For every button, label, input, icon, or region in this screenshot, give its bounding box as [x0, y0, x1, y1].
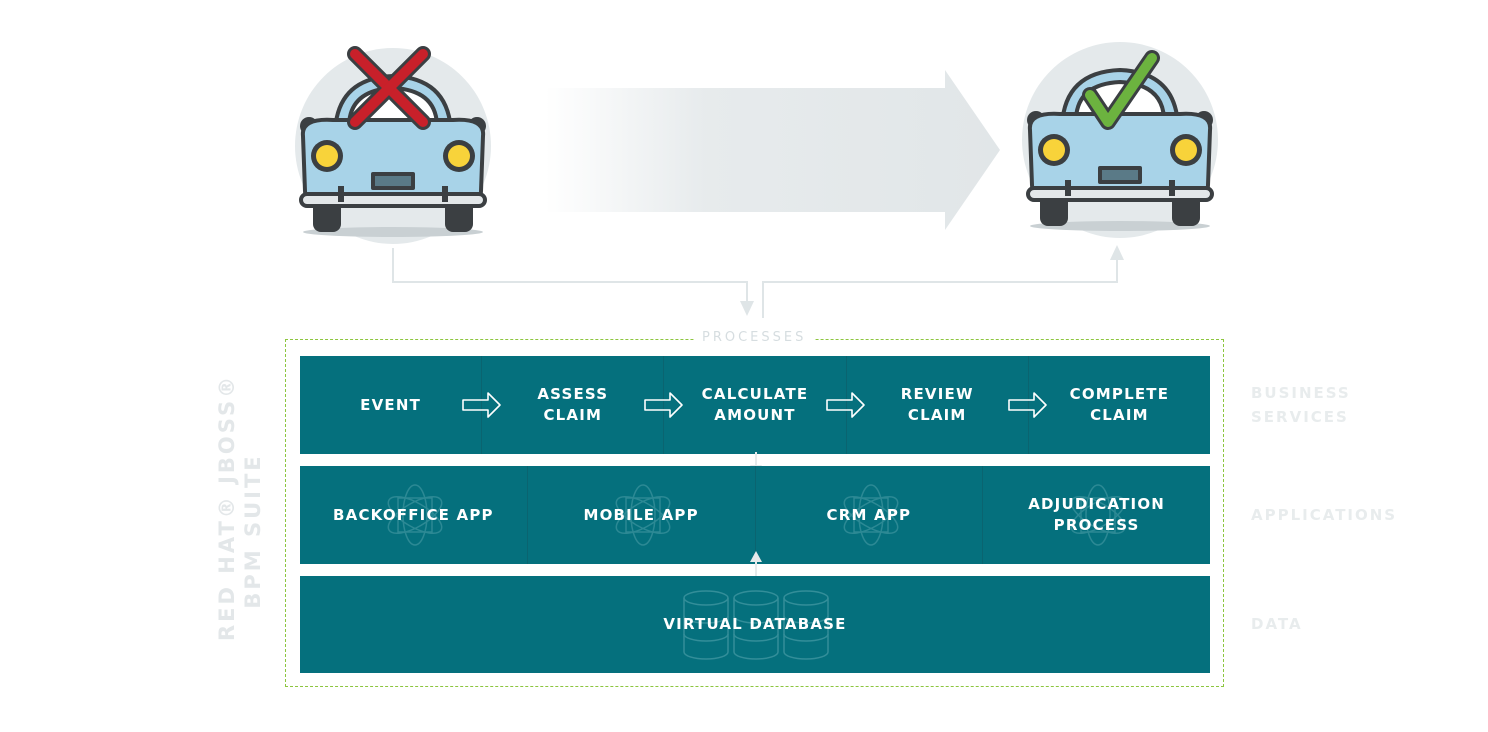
step-review-line1: REVIEW — [900, 385, 974, 403]
hollow-right-arrow-icon — [644, 392, 683, 418]
jboss-logo-icon — [615, 484, 671, 546]
app-mobile[interactable]: MOBILE APP — [528, 466, 756, 564]
hollow-right-arrow-icon — [462, 392, 501, 418]
step-calculate-line2: AMOUNT — [714, 406, 796, 424]
connector-down-arrow — [740, 301, 754, 316]
data-label: DATA — [1251, 615, 1303, 633]
process-connectors — [392, 248, 1118, 318]
app-adjudication-line1: ADJUDICATION — [1028, 495, 1166, 513]
hollow-right-arrow-icon — [1008, 392, 1047, 418]
step-event-line1: EVENT — [360, 395, 422, 414]
step-event[interactable]: EVENT — [300, 356, 483, 454]
connector-up-arrow — [1110, 245, 1124, 260]
business-services-panel: EVENT ASSESS CLAIM CALCULATE AMOUNT REVI… — [300, 356, 1210, 454]
step-complete-claim[interactable]: COMPLETE CLAIM — [1029, 356, 1210, 454]
business-services-label-line2: SERVICES — [1251, 408, 1349, 426]
data-panel: VIRTUAL DATABASE — [300, 576, 1210, 673]
step-review-line2: CLAIM — [907, 406, 967, 424]
suite-label-line2: BPM SUITE — [241, 453, 265, 609]
step-assess-line2: CLAIM — [543, 406, 603, 424]
app-adjudication-process[interactable]: ADJUDICATION PROCESS — [983, 466, 1210, 564]
virtual-database-label[interactable]: VIRTUAL DATABASE — [663, 615, 847, 633]
step-assess-claim[interactable]: ASSESS CLAIM — [482, 356, 665, 454]
applications-label: APPLICATIONS — [1251, 506, 1398, 524]
processes-label: PROCESSES — [694, 330, 815, 345]
business-services-label: BUSINESS SERVICES — [1251, 381, 1351, 429]
jboss-logo-icon — [843, 484, 898, 546]
applications-panel: BACKOFFICE APP MOBILE APP CRM APP ADJUDI… — [300, 466, 1210, 564]
top-illustration — [293, 40, 1220, 318]
jboss-logo-icon — [387, 484, 443, 546]
app-backoffice-line1: BACKOFFICE APP — [333, 505, 494, 524]
suite-label-line1: RED HAT® JBOSS® — [215, 373, 239, 641]
app-adjudication-line2: PROCESS — [1053, 516, 1140, 534]
hollow-right-arrow-icon — [826, 392, 865, 418]
app-crm[interactable]: CRM APP — [756, 466, 984, 564]
app-mobile-line1: MOBILE APP — [583, 505, 699, 524]
app-crm-line1: CRM APP — [826, 505, 912, 524]
database-cylinders-icon — [683, 590, 829, 660]
car-rejected-icon — [293, 46, 493, 246]
jboss-logo-icon — [1070, 484, 1126, 546]
car-approved-icon — [1020, 40, 1220, 240]
step-arrows — [462, 392, 1047, 418]
big-arrow-icon — [545, 70, 1000, 230]
step-complete-line1: COMPLETE — [1069, 385, 1170, 403]
step-review-claim[interactable]: REVIEW CLAIM — [847, 356, 1029, 454]
step-assess-line1: ASSESS — [537, 385, 609, 403]
step-complete-line2: CLAIM — [1090, 406, 1149, 424]
business-services-label-line1: BUSINESS — [1251, 384, 1351, 402]
step-calculate-amount[interactable]: CALCULATE AMOUNT — [664, 356, 847, 454]
app-backoffice[interactable]: BACKOFFICE APP — [300, 466, 528, 564]
step-calculate-line1: CALCULATE — [701, 385, 809, 403]
